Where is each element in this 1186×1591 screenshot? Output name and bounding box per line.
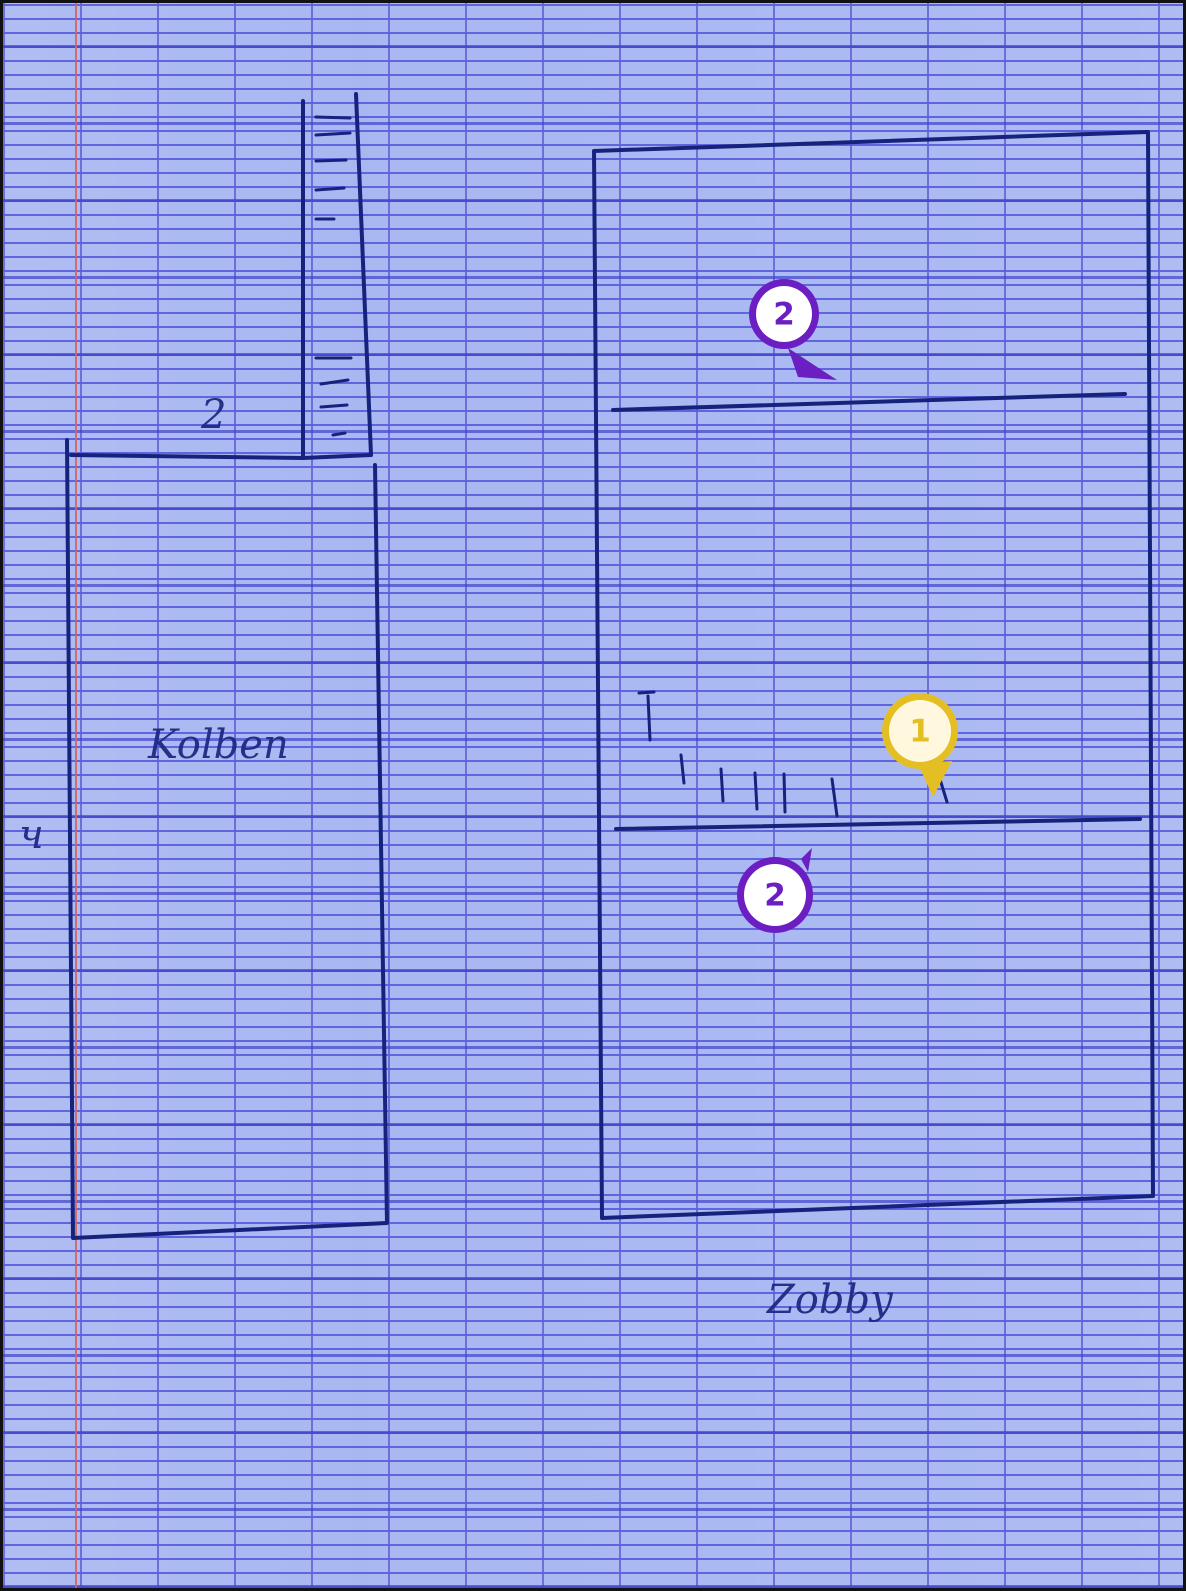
tick-mark (321, 405, 347, 407)
right-handwritten-label: Zobby (765, 1277, 894, 1323)
hatch-mark (784, 774, 785, 812)
hatch-mark (681, 755, 684, 783)
left-tube-left-side (71, 101, 303, 458)
tick-mark (316, 160, 346, 161)
tick-mark (316, 133, 350, 135)
left-small-mark: 2 (200, 392, 226, 438)
left-margin-mark: ч (19, 812, 44, 858)
hatch-mark (755, 773, 757, 809)
left-tube-right-side (356, 94, 371, 455)
tick-mark (316, 188, 344, 190)
vertical-mark-top (639, 692, 654, 693)
marker-2-top: 2 (749, 279, 837, 380)
left-tube-bottom (303, 455, 371, 458)
hatch-mark (721, 769, 723, 801)
hatch-mark (832, 779, 837, 816)
marker-2-bottom: 2 (737, 848, 813, 933)
left-container-outline (67, 440, 387, 1238)
tick-mark (321, 380, 348, 384)
marker-1: 1 (882, 693, 958, 797)
drawing-layer: Kolben Zobby 2 ч 2 1 2 (3, 3, 1186, 1591)
marker-pointer (801, 848, 812, 872)
upper-liquid-level-line (613, 394, 1125, 410)
left-handwritten-label: Kolben (147, 722, 289, 768)
tick-mark (333, 433, 345, 435)
lower-liquid-level-line (616, 819, 1140, 829)
right-container-outline (594, 132, 1153, 1218)
tick-mark (316, 117, 350, 118)
marker-label: 2 (773, 297, 795, 333)
marker-label: 2 (764, 878, 786, 914)
marker-label: 1 (909, 714, 931, 750)
vertical-mark (648, 696, 650, 740)
marker-pointer (788, 348, 837, 380)
